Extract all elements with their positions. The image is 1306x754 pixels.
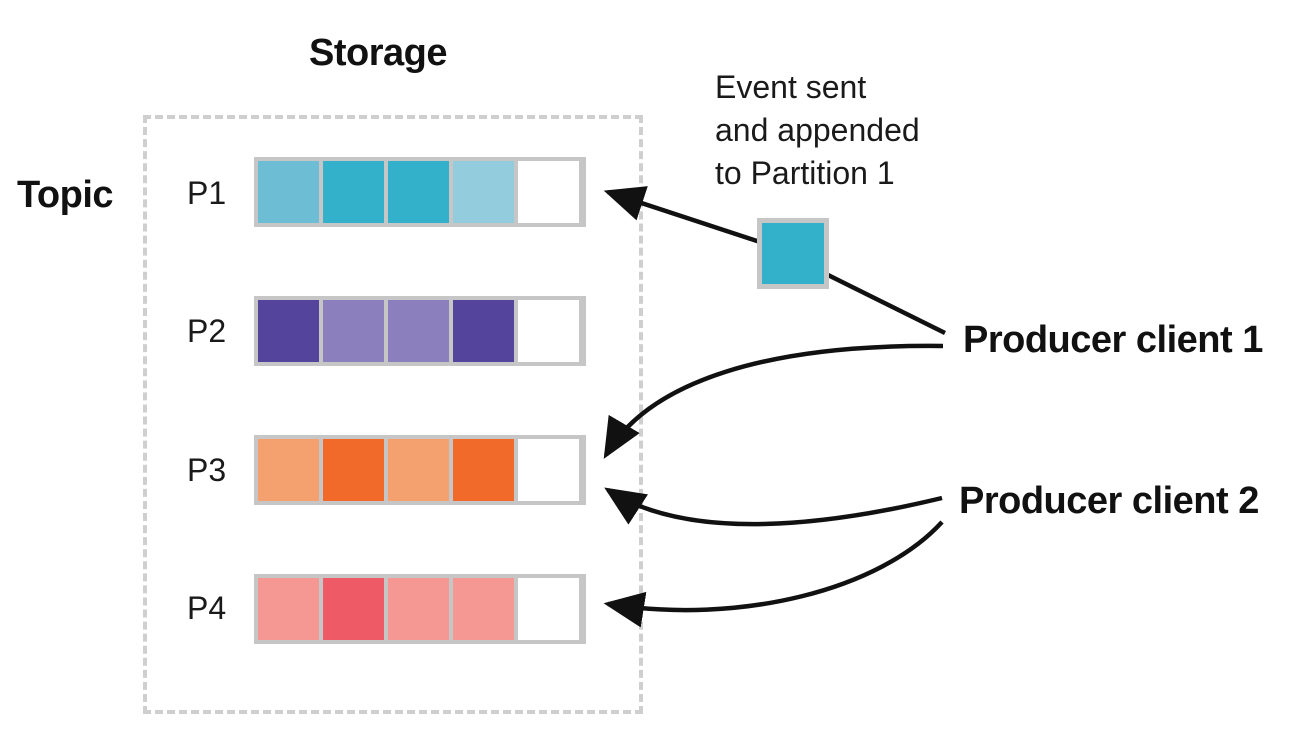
- partition-cell-empty: [518, 300, 579, 362]
- partition-cell: [323, 300, 384, 362]
- partition-row-p4: [254, 574, 586, 644]
- partition-label-p2: P2: [187, 313, 227, 349]
- arrow-client2-to-p3: [604, 487, 943, 527]
- event-block: [757, 218, 829, 289]
- partition-row-p1: [254, 157, 586, 227]
- event-note-line: and appended: [715, 112, 920, 148]
- partition-cell: [323, 578, 384, 640]
- partition-label-p4: P4: [187, 590, 227, 626]
- partition-cell: [323, 439, 384, 501]
- partition-cell: [388, 161, 449, 223]
- producer-client-2: Producer client 2: [959, 480, 1259, 522]
- event-note-line: to Partition 1: [715, 155, 895, 191]
- partition-cell: [258, 300, 319, 362]
- arrow-client1-to-p1: [608, 192, 946, 336]
- event-note: Event sent and appended to Partition 1: [715, 66, 920, 195]
- partition-cell: [258, 578, 319, 640]
- arrow-client2-to-p4: [603, 520, 944, 628]
- partition-cell-empty: [518, 439, 579, 501]
- storage-title: Storage: [309, 32, 447, 74]
- partition-cell: [388, 578, 449, 640]
- partition-cell: [258, 161, 319, 223]
- partition-cell: [453, 439, 514, 501]
- event-block-fill: [762, 223, 824, 284]
- partition-label-p3: P3: [187, 452, 227, 488]
- partition-cell: [323, 161, 384, 223]
- topic-label: Topic: [17, 174, 114, 216]
- partition-cell: [453, 300, 514, 362]
- partition-cell: [388, 439, 449, 501]
- producer-client-1: Producer client 1: [963, 319, 1263, 361]
- partition-label-p1: P1: [187, 175, 227, 211]
- partition-cell: [453, 161, 514, 223]
- partition-row-p3: [254, 435, 586, 505]
- partition-row-p2: [254, 296, 586, 366]
- partition-cell: [388, 300, 449, 362]
- partition-cell-empty: [518, 578, 579, 640]
- partition-cell: [258, 439, 319, 501]
- event-note-line: Event sent: [715, 69, 867, 105]
- partition-cell: [453, 578, 514, 640]
- arrow-client1-to-p3: [603, 343, 944, 459]
